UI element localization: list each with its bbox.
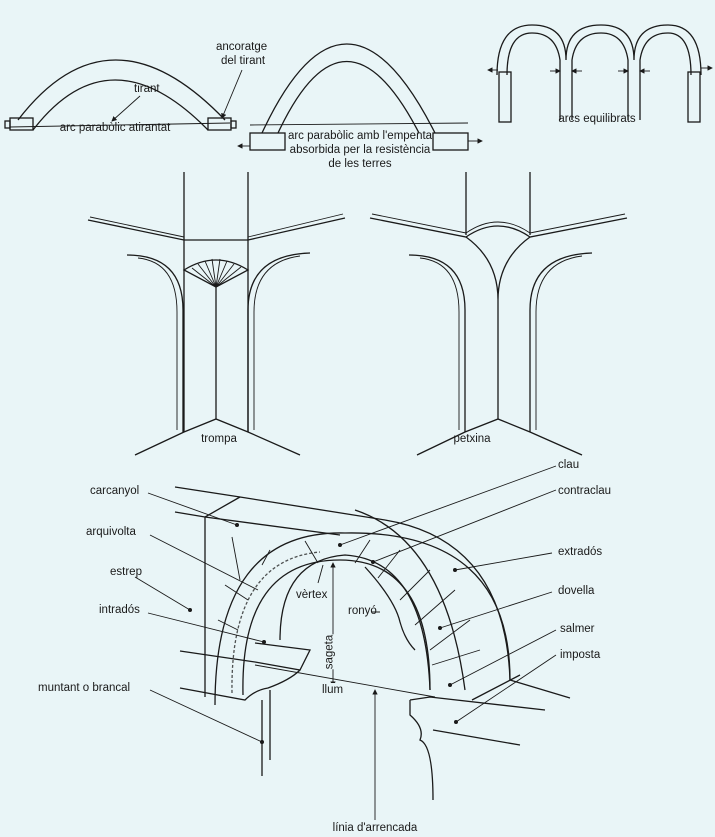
petxina-drawing [369, 172, 628, 456]
tied-parabolic-arch [4, 59, 243, 131]
label-linia-arrencada: línia d'arrencada [332, 822, 418, 834]
label-ronyo: ronyó [348, 605, 377, 617]
label-imposta: imposta [560, 649, 601, 661]
caption-petxina: petxina [453, 433, 491, 445]
label-ancoratge-2: del tirant [221, 55, 266, 67]
label-ancoratge-1: ancoratge [216, 41, 268, 53]
caption-trompa: trompa [201, 433, 237, 445]
trompa-fan [182, 258, 250, 419]
caption-balanced-arches: arcs equilibrats [558, 113, 636, 125]
caption-ground-arch-1: arc parabòlic amb l'empenta [287, 130, 433, 142]
label-muntant: muntant o brancal [38, 682, 131, 694]
caption-tied-arch: arc parabòlic atirantat [59, 122, 171, 134]
label-sageta: sageta [322, 634, 337, 670]
label-dovella: dovella [558, 585, 595, 597]
label-salmer: salmer [560, 623, 595, 635]
label-llum: llum [322, 683, 344, 697]
label-carcanyol: carcanyol [90, 485, 140, 497]
caption-ground-arch-2: absorbida per la resistència [289, 144, 431, 156]
label-intrados: intradós [99, 604, 140, 616]
label-extrados: extradós [558, 546, 603, 558]
label-estrep: estrep [110, 566, 142, 578]
label-clau: clau [558, 459, 580, 471]
ground-parabolic-arch [237, 43, 483, 151]
label-vertex: vèrtex [296, 589, 328, 601]
tie-rod [9, 122, 231, 128]
arch-elevation [134, 465, 571, 820]
caption-ground-arch-3: de les terres [328, 158, 392, 170]
label-contraclau: contraclau [558, 485, 612, 497]
balanced-arches [487, 24, 713, 123]
label-tirant: tirant [134, 83, 160, 95]
label-arquivolta: arquivolta [86, 526, 136, 538]
